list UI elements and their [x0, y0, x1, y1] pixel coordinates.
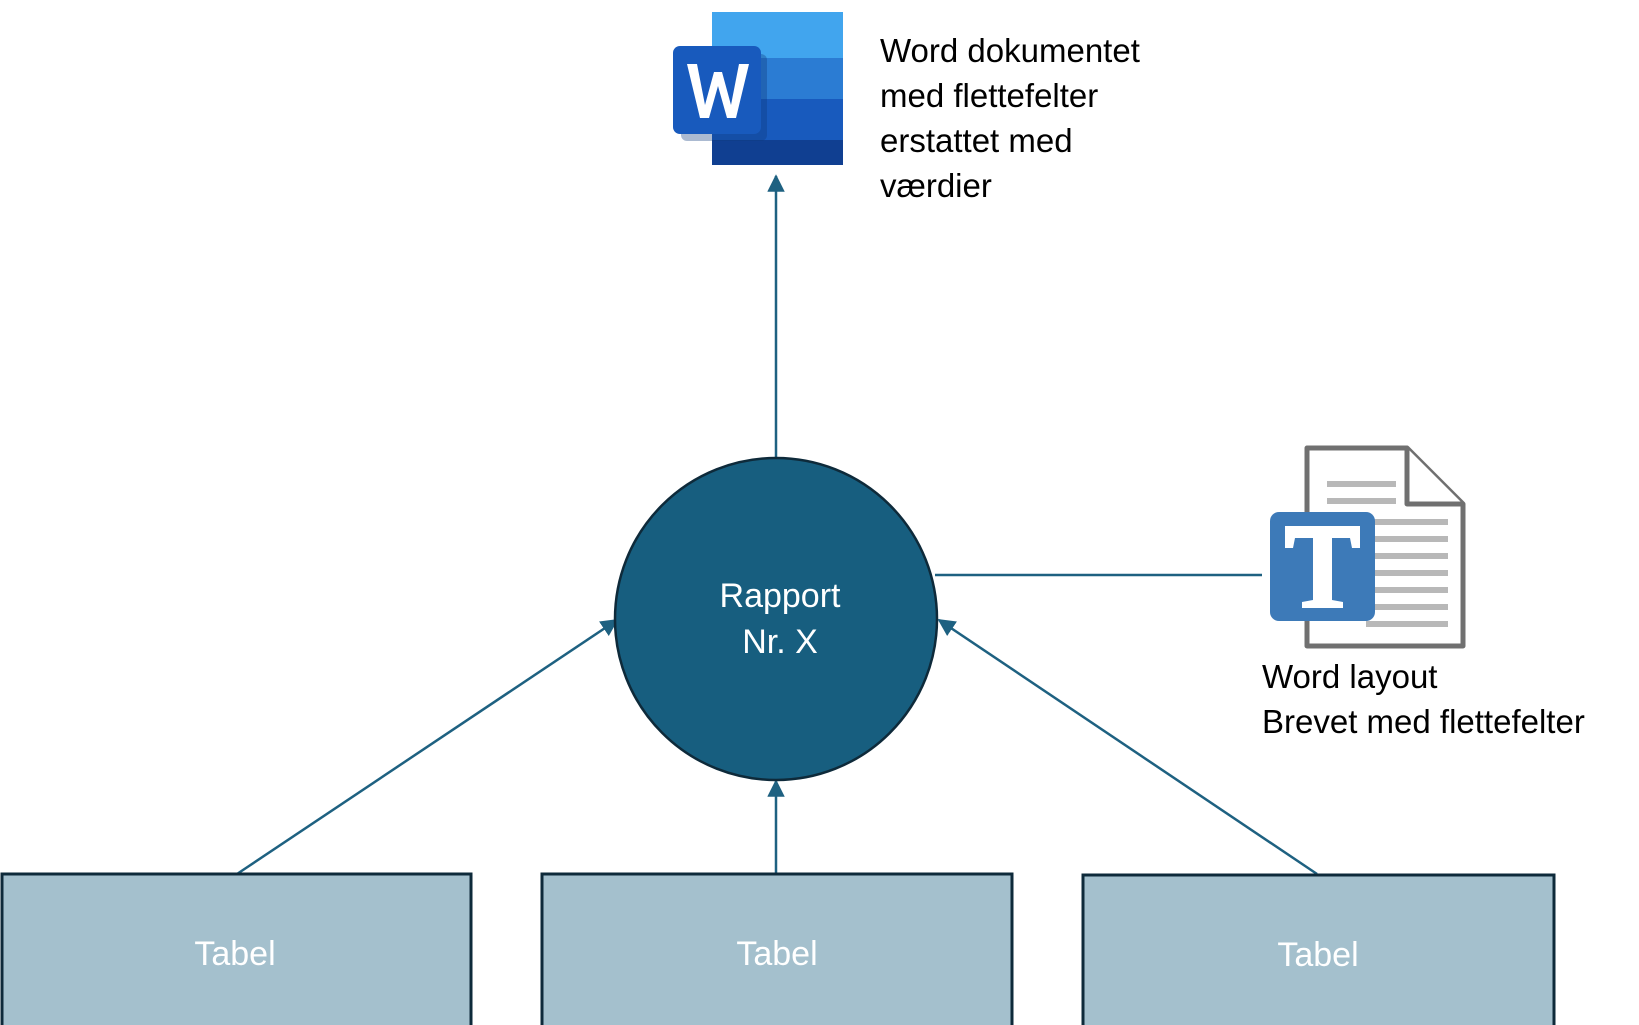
text-document-icon — [1270, 445, 1466, 649]
edge-table1-to-rapport — [236, 618, 619, 876]
table-label: Tabel — [194, 935, 275, 973]
table-label: Tabel — [1277, 936, 1358, 974]
rapport-node: Rapport Nr. X — [613, 456, 939, 782]
caption-line: erstattet med — [880, 122, 1073, 159]
table-label: Tabel — [736, 935, 817, 973]
caption-line: værdier — [880, 167, 992, 204]
rapport-node-line1: Rapport — [720, 577, 842, 615]
table-box-center: Tabel — [540, 872, 1014, 1025]
word-output-caption: Word dokumentet med flettefelter erstatt… — [880, 28, 1140, 208]
table-box-right: Tabel — [1081, 873, 1556, 1025]
caption-line: med flettefelter — [880, 77, 1099, 114]
caption-line: Word layout — [1262, 658, 1438, 695]
rapport-node-line2: Nr. X — [742, 623, 818, 661]
caption-line: Word dokumentet — [880, 32, 1140, 69]
edge-table3-to-rapport — [937, 618, 1318, 876]
word-app-icon — [673, 12, 843, 165]
word-layout-caption: Word layout Brevet med flettefelter — [1262, 654, 1585, 744]
table-box-left: Tabel — [0, 872, 473, 1025]
caption-line: Brevet med flettefelter — [1262, 703, 1585, 740]
